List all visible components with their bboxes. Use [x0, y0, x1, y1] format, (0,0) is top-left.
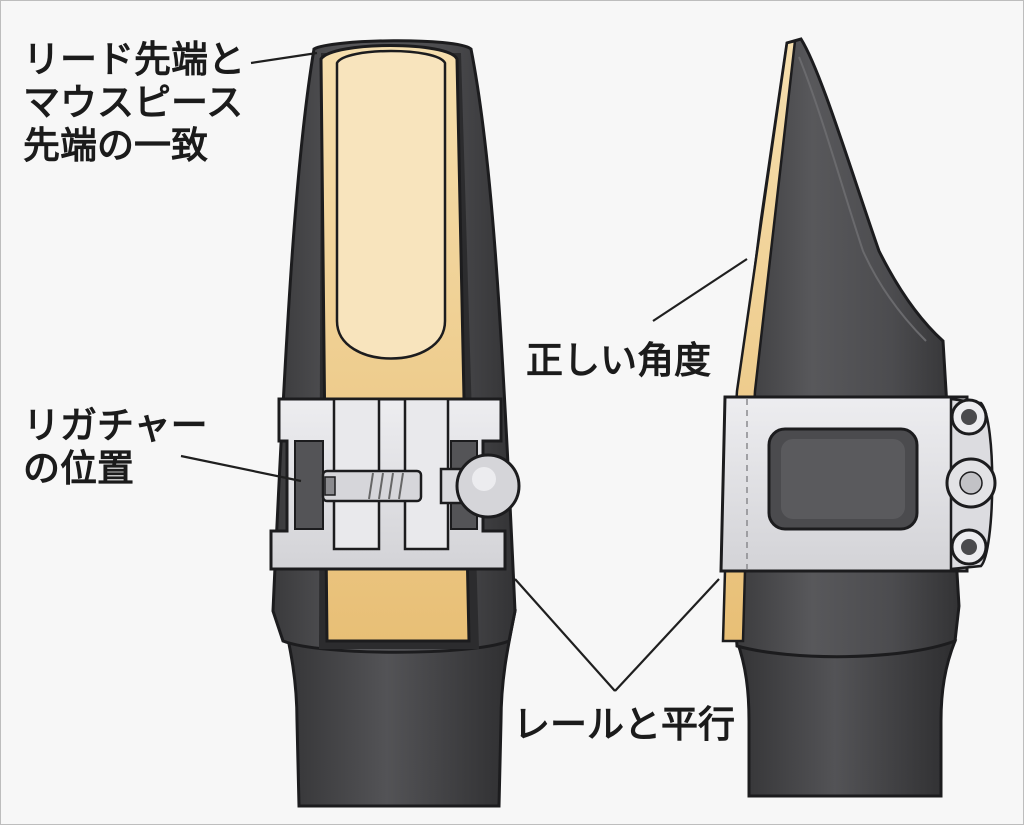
label-ligature-line-1: リガチャー — [23, 404, 208, 447]
leader-tip — [250, 51, 318, 65]
leader-rail-right — [614, 578, 720, 692]
front-ligature — [269, 397, 521, 571]
leader-lines — [180, 51, 748, 692]
label-ligature-line-2: の位置 — [23, 446, 134, 490]
label-tip-alignment: リード先端と マウスピース 先端の一致 — [23, 38, 245, 168]
side-shank — [734, 639, 958, 798]
side-ligature — [719, 395, 997, 573]
label-ligature-position: リガチャー の位置 — [23, 404, 208, 491]
label-parallel-to-rails: レールと平行 — [513, 703, 735, 746]
label-tip-line-1: リード先端と — [23, 38, 245, 81]
label-tip-line-3: 先端の一致 — [23, 123, 208, 167]
leader-ligature — [180, 454, 302, 483]
front-reed-vamp — [335, 49, 447, 360]
label-correct-angle: 正しい角度 — [526, 339, 711, 382]
label-tip-line-2: マウスピース — [23, 80, 244, 124]
leader-rail-left — [514, 578, 616, 692]
front-view — [269, 39, 521, 808]
side-view — [719, 37, 997, 798]
leader-angle — [652, 258, 748, 322]
